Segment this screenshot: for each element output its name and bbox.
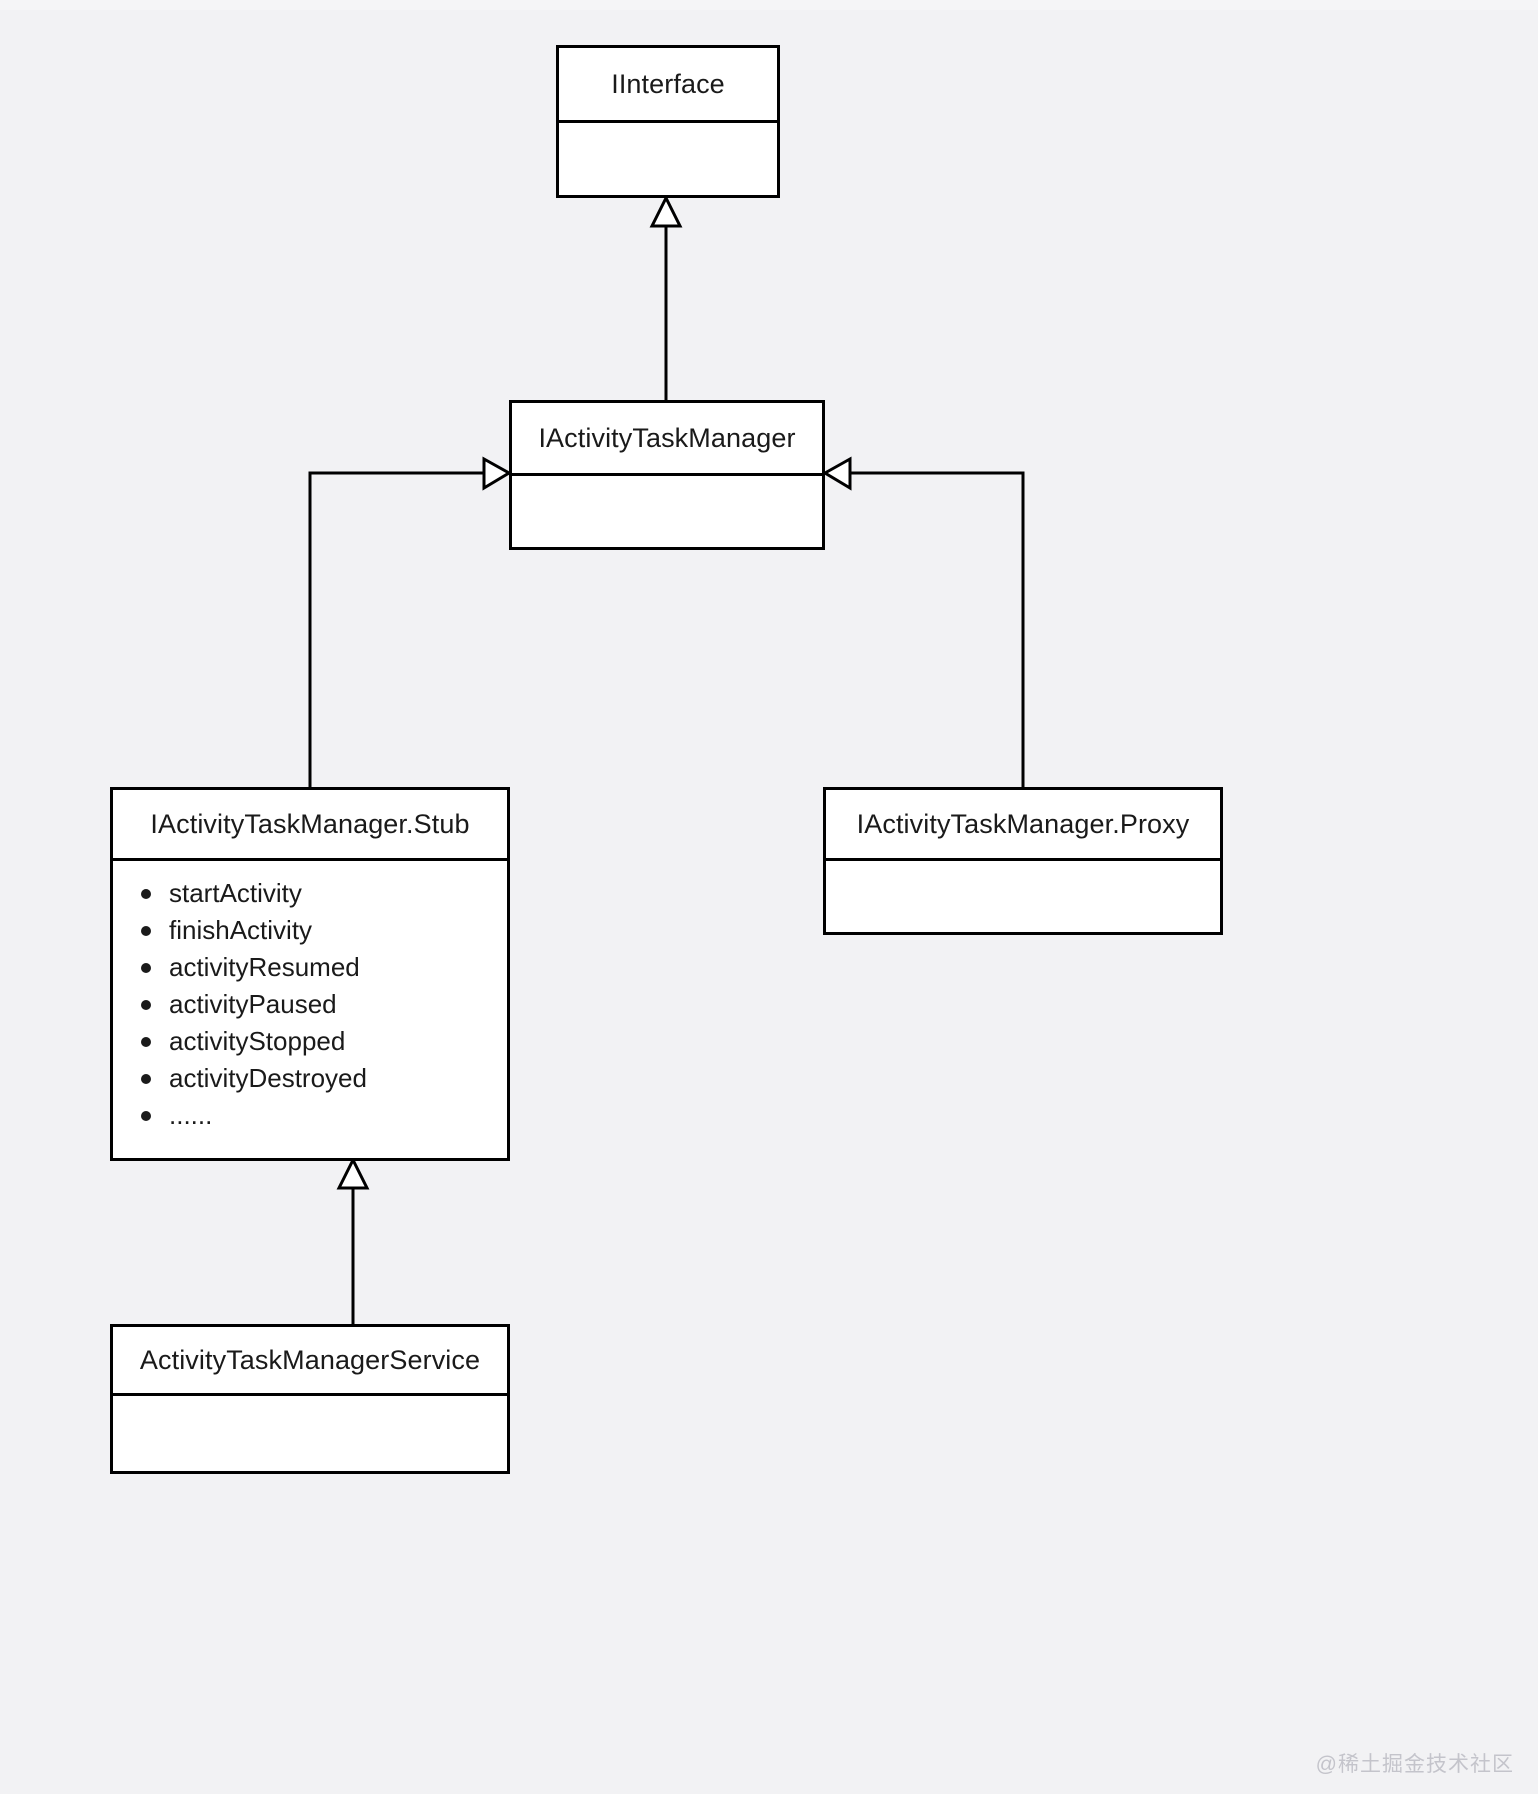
class-member: activityStopped bbox=[141, 1023, 507, 1060]
class-member-label: activityPaused bbox=[169, 989, 337, 1019]
edge-service-to-stub bbox=[336, 1156, 370, 1324]
class-box-service[interactable]: ActivityTaskManagerService bbox=[110, 1324, 510, 1474]
class-box-proxy[interactable]: IActivityTaskManager.Proxy bbox=[823, 787, 1223, 935]
class-members-service bbox=[113, 1396, 507, 1471]
bullet-icon bbox=[141, 1036, 151, 1047]
bullet-icon bbox=[141, 1073, 151, 1084]
class-box-iactivitytaskmanager[interactable]: IActivityTaskManager bbox=[509, 400, 825, 550]
class-name-proxy: IActivityTaskManager.Proxy bbox=[856, 808, 1190, 839]
edge-stub-to-iatm bbox=[308, 456, 512, 787]
top-edge-band bbox=[0, 0, 1538, 10]
class-name-stub: IActivityTaskManager.Stub bbox=[150, 808, 470, 839]
watermark-text: @稀土掘金技术社区 bbox=[1315, 1753, 1514, 1776]
class-name-service: ActivityTaskManagerService bbox=[139, 1344, 481, 1375]
class-divider bbox=[559, 120, 777, 123]
member-list-stub: startActivity finishActivity activityResum… bbox=[113, 861, 507, 1144]
bullet-icon bbox=[141, 888, 151, 899]
class-member: finishActivity bbox=[141, 912, 507, 949]
class-member: activityResumed bbox=[141, 949, 507, 986]
class-members-proxy bbox=[826, 861, 1220, 932]
class-members-iactivitytaskmanager bbox=[512, 476, 822, 547]
class-divider bbox=[512, 473, 822, 476]
class-members-iinterface bbox=[559, 123, 777, 195]
bullet-icon bbox=[141, 999, 151, 1010]
class-member-label: startActivity bbox=[169, 878, 302, 908]
class-member-label: ...... bbox=[169, 1100, 213, 1130]
class-box-stub[interactable]: IActivityTaskManager.Stub startActivity f… bbox=[110, 787, 510, 1161]
class-member-label: activityStopped bbox=[169, 1026, 346, 1056]
class-member-label: finishActivity bbox=[169, 915, 313, 945]
class-member: ...... bbox=[141, 1097, 507, 1134]
edge-proxy-to-iatm bbox=[822, 456, 1025, 787]
class-members-stub: startActivity finishActivity activityResum… bbox=[113, 861, 507, 1158]
bullet-icon bbox=[141, 1110, 151, 1121]
class-member: activityDestroyed bbox=[141, 1060, 507, 1097]
class-member-label: activityDestroyed bbox=[169, 1063, 367, 1093]
class-box-iinterface[interactable]: IInterface bbox=[556, 45, 780, 198]
class-member: startActivity bbox=[141, 875, 507, 912]
class-member-label: activityResumed bbox=[169, 952, 360, 982]
class-name-iinterface: IInterface bbox=[611, 68, 725, 99]
class-divider bbox=[826, 858, 1220, 861]
edge-iatm-to-iinterface bbox=[649, 194, 683, 400]
class-name-iactivitytaskmanager: IActivityTaskManager bbox=[538, 422, 796, 453]
class-divider bbox=[113, 1393, 507, 1396]
bullet-icon bbox=[141, 962, 151, 973]
bullet-icon bbox=[141, 925, 151, 936]
class-divider bbox=[113, 858, 507, 861]
class-member: activityPaused bbox=[141, 986, 507, 1023]
